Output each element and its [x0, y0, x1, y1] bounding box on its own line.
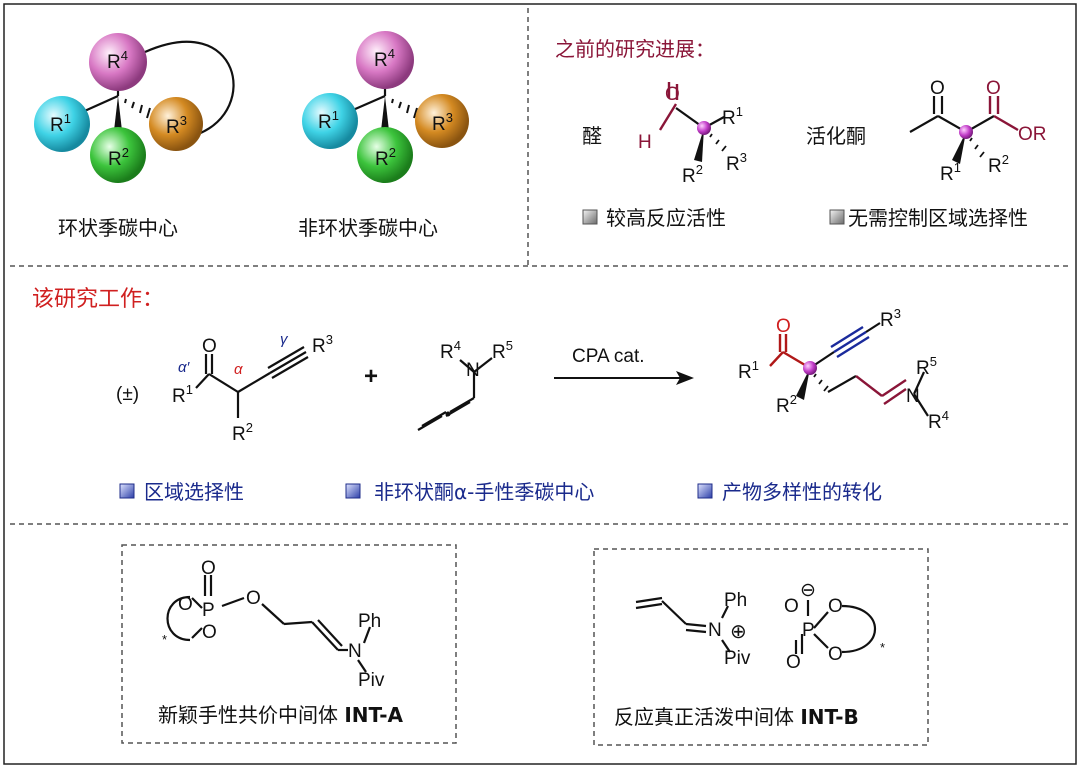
svg-text:Piv: Piv [358, 670, 385, 691]
svg-text:Piv: Piv [724, 648, 751, 669]
svg-text:O: O [930, 78, 945, 99]
svg-text:O: O [828, 644, 843, 665]
svg-text:O: O [202, 336, 217, 357]
svg-text:N: N [348, 641, 362, 662]
svg-text:R1: R1 [50, 111, 71, 136]
int-b-box [593, 548, 929, 746]
feature-diversification: 产物多样性的转化 [722, 480, 882, 504]
int-a-caption: 新颖手性共价中间体 INT-A [158, 703, 404, 727]
sphere-r2 [90, 127, 146, 183]
svg-text:R3: R3 [166, 113, 187, 138]
svg-text:OR: OR [1018, 124, 1047, 145]
allenamide-reagent: N R4 R5 [417, 338, 513, 431]
ketone-substrate: O R1 R2 R3 α′ α γ [172, 331, 333, 445]
svg-text:R1: R1 [318, 108, 339, 133]
feature-bullet-icon [829, 209, 845, 225]
sphere-r3 [149, 97, 203, 151]
aldehyde-label: 醛 [582, 124, 602, 148]
feature-bullet-icon [119, 483, 135, 499]
sphere-r1 [34, 96, 90, 152]
svg-text:O: O [786, 652, 801, 673]
svg-text:O: O [246, 588, 261, 609]
svg-text:N: N [708, 620, 722, 641]
acyclic-caption: 非环状季碳中心 [298, 216, 438, 240]
activated-ketone-structure: O O OR R1 R2 [909, 78, 1047, 185]
svg-text:R2: R2 [776, 392, 797, 417]
cyclic-caption: 环状季碳中心 [58, 216, 178, 240]
svg-text:R1: R1 [172, 382, 193, 407]
svg-text:R5: R5 [916, 354, 937, 379]
svg-text:R4: R4 [374, 46, 395, 71]
feature-acyclic-center: 非环状酮α-手性季碳中心 [374, 480, 594, 504]
aldehyde-feature: 较高反应活性 [606, 206, 726, 230]
aldehyde-structure: O H R1 R2 R3 [638, 82, 747, 187]
svg-text:R2: R2 [375, 145, 396, 170]
svg-text:N: N [466, 360, 480, 381]
svg-text:⊖: ⊖ [800, 580, 816, 601]
svg-text:O: O [178, 594, 193, 615]
svg-text:P: P [202, 600, 215, 621]
previous-work-title: 之前的研究进展： [555, 37, 715, 61]
svg-text:R4: R4 [928, 408, 949, 433]
svg-text:R2: R2 [232, 420, 253, 445]
feature-bullet-icon [697, 483, 713, 499]
product-structure: O R1 R2 R3 N R5 R4 [738, 306, 949, 433]
svg-text:R2: R2 [988, 152, 1009, 177]
svg-text:R2: R2 [108, 145, 129, 170]
svg-text:R1: R1 [722, 104, 743, 129]
svg-text:O: O [828, 596, 843, 617]
outer-frame [3, 3, 1077, 765]
svg-text:*: * [880, 640, 885, 655]
int-b-caption: 反应真正活泼中间体 INT-B [614, 705, 859, 729]
int-a-box [121, 544, 457, 744]
activated-ketone-label: 活化酮 [806, 124, 866, 148]
svg-text:O: O [784, 596, 799, 617]
svg-text:R5: R5 [492, 338, 513, 363]
svg-text:α: α [234, 361, 243, 378]
svg-text:⊕: ⊕ [730, 621, 747, 643]
reaction-arrow [554, 371, 694, 385]
svg-text:R2: R2 [682, 162, 703, 187]
catalyst-label: CPA cat. [572, 346, 645, 367]
svg-text:O: O [202, 622, 217, 643]
svg-text:R1: R1 [940, 160, 961, 185]
sphere-r4-acyclic [356, 31, 414, 89]
svg-text:R3: R3 [312, 332, 333, 357]
sphere-r2-acyclic [357, 127, 413, 183]
acyclic-quaternary-center: R1 R2 R3 R4 [302, 31, 469, 183]
svg-text:R4: R4 [440, 338, 461, 363]
racemic-label: (±) [116, 384, 139, 405]
svg-text:P: P [802, 620, 815, 641]
svg-text:*: * [162, 632, 167, 647]
sphere-r1-acyclic [302, 93, 358, 149]
int-b-structure: N Ph Piv ⊕ ⊖ O P O O O * [635, 580, 885, 673]
feature-bullet-icon [345, 483, 361, 499]
svg-text:R3: R3 [726, 150, 747, 175]
svg-text:N: N [906, 386, 920, 407]
svg-text:H: H [638, 132, 652, 153]
sphere-r3-acyclic [415, 94, 469, 148]
svg-text:O: O [665, 84, 680, 105]
svg-text:α′: α′ [178, 359, 191, 376]
svg-text:O: O [986, 78, 1001, 99]
this-work-title: 该研究工作： [32, 287, 164, 312]
svg-text:O: O [776, 316, 791, 337]
svg-text:Ph: Ph [358, 611, 381, 632]
int-a-structure: O P O O O N Ph Piv * [162, 558, 385, 691]
cyclic-quaternary-center: R1 R2 R3 R4 [34, 33, 235, 183]
svg-text:R3: R3 [880, 306, 901, 331]
feature-regioselectivity: 区域选择性 [144, 480, 244, 504]
svg-text:O: O [201, 558, 216, 579]
plus-sign: + [364, 363, 378, 390]
svg-text:Ph: Ph [724, 590, 747, 611]
sphere-r4 [89, 33, 147, 91]
ketone-feature: 无需控制区域选择性 [848, 206, 1028, 230]
svg-text:R4: R4 [107, 48, 128, 73]
feature-bullet-icon [582, 209, 598, 225]
svg-text:γ: γ [280, 331, 289, 348]
svg-text:R3: R3 [432, 110, 453, 135]
svg-text:R1: R1 [738, 358, 759, 383]
